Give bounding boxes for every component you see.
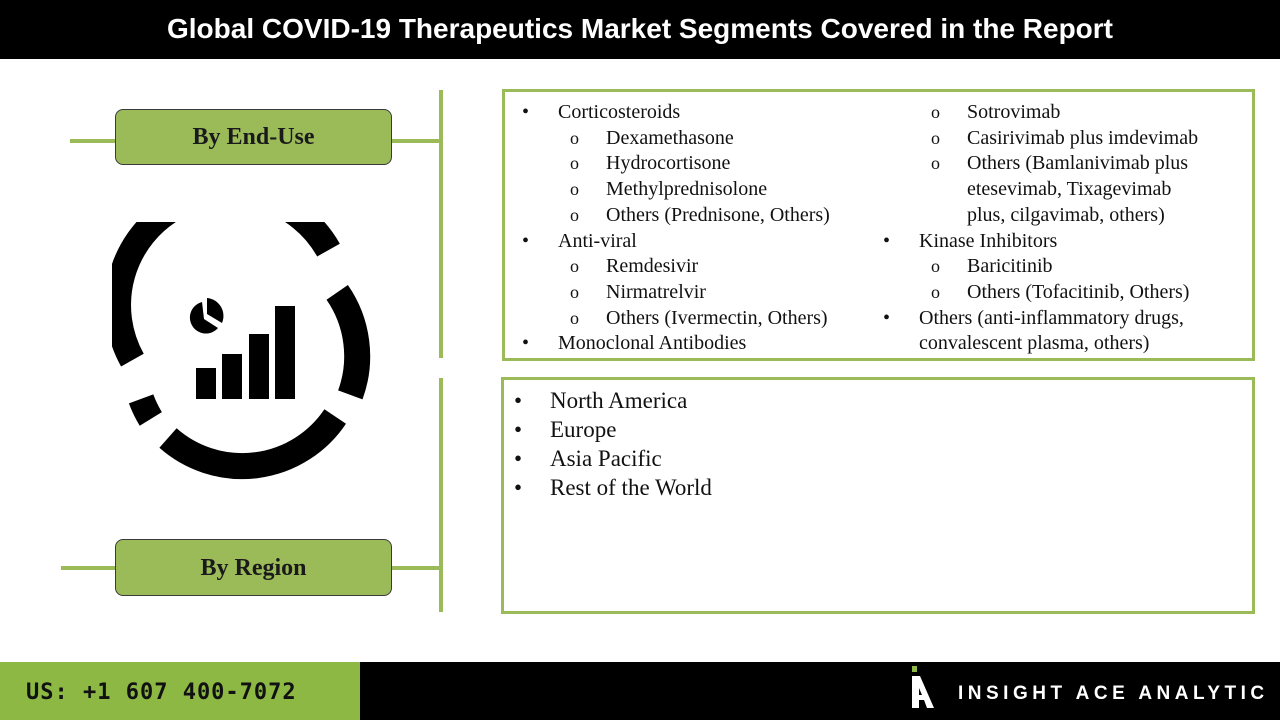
segment-region-label: By Region — [115, 539, 392, 596]
segment-end-use-label: By End-Use — [115, 109, 392, 165]
end-use-connector-right — [390, 139, 442, 143]
footer-phone: US: +1 607 400-7072 — [0, 662, 360, 720]
analytics-chart-ring-icon — [112, 222, 371, 480]
page-title: Global COVID-19 Therapeutics Market Segm… — [0, 0, 1280, 59]
footer-bar — [360, 662, 1280, 720]
end-use-connector-left — [70, 139, 117, 143]
insight-ace-logo-icon — [912, 666, 934, 708]
end-use-box — [502, 89, 1255, 361]
list-item: •Corticosteroids — [522, 101, 681, 123]
list-subitem-continuation: plus, cilgavimab, others) — [967, 203, 1165, 226]
list-item: •Kinase Inhibitors — [883, 229, 1058, 252]
footer-brand: INSIGHT ACE ANALYTIC — [958, 683, 1269, 704]
region-box — [501, 377, 1255, 614]
list-item: •Rest of the World — [514, 475, 712, 500]
list-item: •North America — [514, 388, 688, 413]
region-list: •North America •Europe •Asia Pacific •Re… — [514, 386, 712, 502]
list-item: •Others (anti-inflammatory drugs, — [883, 306, 1184, 329]
list-item-continuation: convalescent plasma, others) — [919, 332, 1150, 355]
region-connector-left — [61, 566, 117, 570]
list-item: •Monoclonal Antibodies — [522, 332, 747, 355]
region-connector-right — [390, 566, 442, 570]
list-item: •Asia Pacific — [514, 446, 662, 471]
list-item: •Anti-viral — [522, 229, 637, 252]
list-subitem-continuation: etesevimab, Tixagevimab — [967, 178, 1172, 201]
list-item: •Europe — [514, 417, 617, 442]
end-use-vertical-line — [439, 90, 443, 358]
region-vertical-line — [439, 378, 443, 612]
